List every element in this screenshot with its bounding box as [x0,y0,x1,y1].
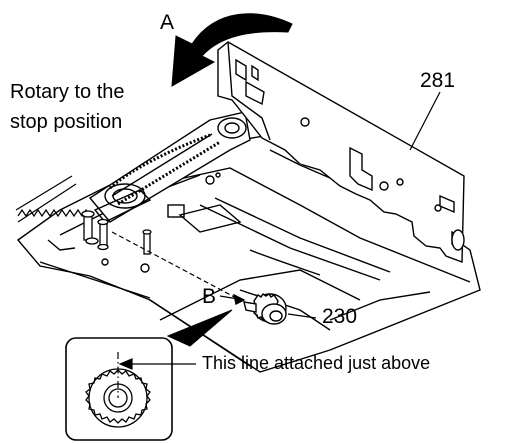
rotation-instruction-line1: Rotary to the [10,81,125,103]
knob-part-number: 230 [322,305,358,328]
reference-arrow [118,358,196,370]
knob-part [243,293,287,325]
detail-pointer [166,309,233,347]
detail-note: This line attached just above [202,353,431,373]
frame-part-number: 281 [420,69,456,92]
rotation-arrow [171,13,293,87]
belt-assembly [88,111,251,223]
spring [15,175,91,223]
posts [81,210,152,255]
rotation-instruction-line2: stop position [10,111,123,133]
insertion-arrow [219,293,246,305]
insertion-path [111,231,241,301]
rotation-marker-label: A [160,11,175,34]
insertion-marker-label: B [202,285,217,308]
leader-230 [287,313,317,319]
side-frame [217,41,465,264]
leader-281 [409,91,441,151]
